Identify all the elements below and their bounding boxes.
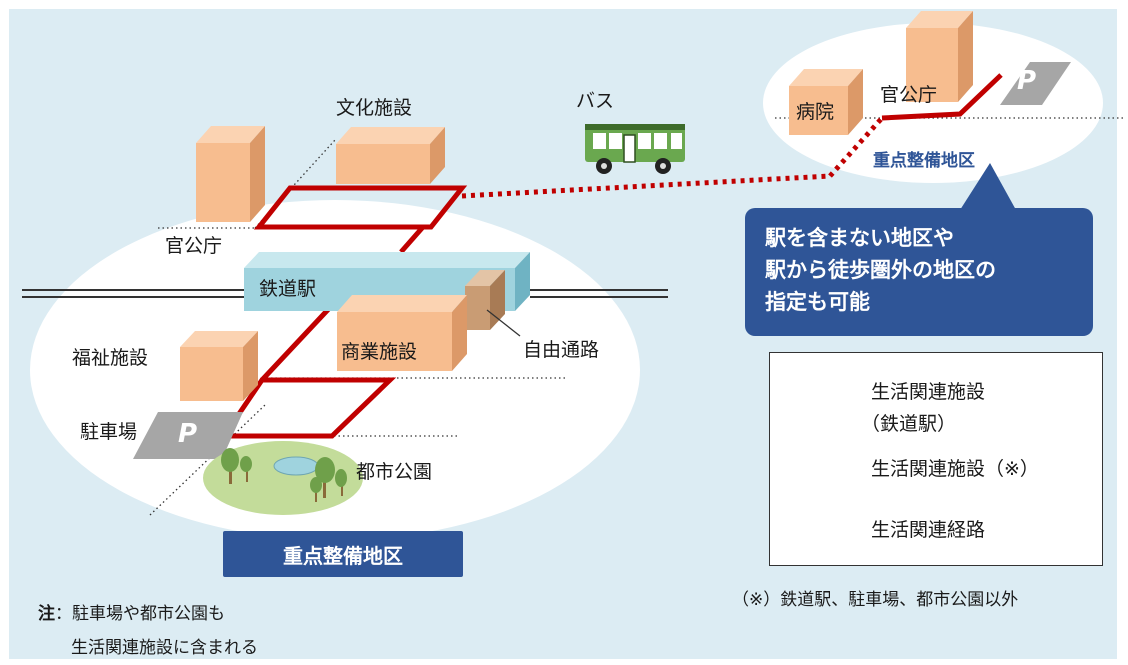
callout-line-2: 駅から徒歩圏外の地区の: [765, 258, 996, 282]
callout-line-1: 駅を含まない地区や: [765, 226, 954, 250]
parking-lot-right: [1000, 62, 1071, 105]
gov-right-label: 官公庁: [880, 84, 938, 106]
callout-pointer: [960, 163, 1016, 210]
parking-lot-left: [133, 412, 243, 459]
parking-sign-left: P: [178, 419, 198, 449]
legend-route-label: 生活関連経路: [871, 519, 986, 541]
culture-facility-label: 文化施設: [336, 97, 413, 119]
note: 注：駐車場や都市公園も 生活関連施設に含まれる: [38, 597, 258, 665]
note-marker: 注: [38, 604, 55, 624]
route-lines-right: [881, 73, 1003, 121]
route-dotted-connection: [461, 116, 884, 199]
callout-box: 駅を含まない地区や 駅から徒歩圏外の地区の 指定も可能: [745, 208, 1093, 336]
welfare-facility-building: [180, 331, 258, 401]
gov-left-label: 官公庁: [165, 235, 223, 257]
gov-building-right: [906, 11, 973, 102]
city-park: [203, 441, 363, 515]
park-label: 都市公園: [356, 461, 433, 483]
parking-sign-right: P: [1017, 66, 1037, 96]
gov-building-left: [196, 126, 265, 222]
legend-station-line-2: （鉄道駅）: [861, 413, 957, 435]
commercial-facility-building: [337, 295, 467, 371]
right-zone-title: 重点整備地区: [873, 151, 975, 171]
note-colon: ：: [55, 604, 72, 624]
culture-facility-building: [336, 127, 445, 184]
hospital-building: [789, 69, 863, 135]
callout-line-3: 指定も可能: [765, 290, 870, 314]
passage-leader-line: [486, 309, 521, 337]
hospital-label: 病院: [796, 101, 835, 123]
note-line-2: 生活関連施設に含まれる: [71, 638, 258, 658]
zone-banner: 重点整備地区: [223, 531, 463, 577]
note-line-1: 注：駐車場や都市公園も: [38, 597, 258, 631]
footnote: （※）鉄道駅、駐車場、都市公園以外: [732, 590, 1019, 610]
bus-label: バス: [576, 90, 615, 112]
bus-icon: [585, 124, 685, 174]
passage-label: 自由通路: [523, 339, 600, 361]
commercial-facility-label: 商業施設: [341, 341, 418, 363]
note-text-1: 駐車場や都市公園も: [72, 604, 225, 624]
legend-station-line-1: 生活関連施設: [871, 381, 986, 403]
station-label: 鉄道駅: [259, 278, 317, 300]
welfare-facility-label: 福祉施設: [72, 347, 149, 369]
legend-box: 生活関連施設 （鉄道駅） 生活関連施設（※） 生活関連経路: [769, 352, 1103, 566]
parking-label: 駐車場: [80, 421, 138, 443]
right-district-area: [763, 23, 1103, 183]
railway-tracks: [22, 289, 668, 298]
legend-facility-label: 生活関連施設（※）: [871, 458, 1039, 480]
